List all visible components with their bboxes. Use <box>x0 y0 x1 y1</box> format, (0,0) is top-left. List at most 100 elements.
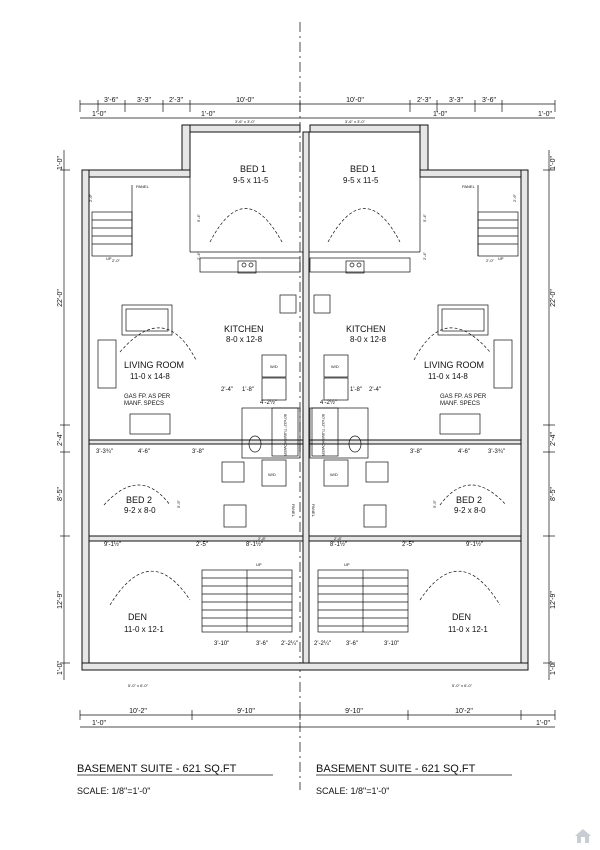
left-side-dim-1: 1'-0" <box>57 156 64 170</box>
right-dim-2-2: 2'-2¼" <box>314 641 331 647</box>
right-dim-2-6: 2'-6" <box>512 193 517 202</box>
left-wd-label-1: W/D <box>270 364 278 369</box>
right-bed2-name: BED 2 <box>456 495 482 505</box>
bottom-dim-3: 9'-10" <box>237 708 255 715</box>
top-dim-4: 2'-3" <box>169 97 183 104</box>
left-dim-2-8: 2'-8" <box>258 536 267 541</box>
left-dim-5-5: 5'-5" <box>176 499 181 508</box>
left-tub-label: 60"x32" TUB/SHOWER <box>283 414 288 456</box>
left-dim-2-2: 2'-2¼" <box>281 641 298 647</box>
top-dim-6: 10'-0" <box>346 97 364 104</box>
title-block-right: BASEMENT SUITE - 621 SQ.FT SCALE: 1/8"=1… <box>316 763 512 796</box>
bottom-dim-2: 10'-2" <box>129 708 147 715</box>
left-side-dim-3: 2'-4" <box>57 432 64 446</box>
right-side-dim-6: 1'-0" <box>550 661 557 675</box>
right-unit <box>309 132 519 633</box>
right-dim-2-4b: 2'-4" <box>422 251 427 260</box>
top-dim-9: 3'-6" <box>482 97 496 104</box>
left-kitchen-size: 8-0 x 12-8 <box>226 335 263 344</box>
left-dim-2-4b: 2'-4" <box>196 251 201 260</box>
top-sub-dim-2: 1'-0" <box>433 111 447 118</box>
right-kitchen-name: KITCHEN <box>346 324 386 334</box>
left-side-dim-6: 1'-0" <box>57 661 64 675</box>
right-tub-label: 60"x32" TUB/SHOWER <box>321 414 326 456</box>
left-dim-3-8: 3'-8" <box>192 449 204 455</box>
bottom-window-note-right: 5'-0" x 6'-0" <box>452 683 473 688</box>
right-bed1-name: BED 1 <box>350 164 376 174</box>
top-dim-1: 1'-0" <box>92 111 106 118</box>
right-dim-3-10: 3'-10" <box>384 641 399 647</box>
top-dim-7: 2'-3" <box>417 97 431 104</box>
left-den-size: 11-0 x 12-1 <box>124 625 164 634</box>
left-dim-9-1: 9'-1½" <box>104 541 121 548</box>
right-dim-8-1: 8'-1½" <box>330 541 347 548</box>
title-right: BASEMENT SUITE - 621 SQ.FT <box>316 763 476 775</box>
left-dim-2-5: 2'-5" <box>196 542 208 548</box>
left-side-dim-2: 22'-0" <box>57 289 64 307</box>
window-note-right: 3'-6" x 3'-0" <box>345 119 366 124</box>
top-dim-10: 1'-0" <box>538 111 552 118</box>
left-unit <box>91 132 303 633</box>
top-dim-2: 3'-6" <box>104 97 118 104</box>
top-dim-5: 10'-0" <box>236 97 254 104</box>
left-dim-3-10: 3'-10" <box>214 641 229 647</box>
bottom-dim-4: 9'-10" <box>345 708 363 715</box>
bottom-dimension-string: 10'-2" 9'-10" 9'-10" 10'-2" 1'-0" 1'-0" <box>79 708 556 728</box>
right-side-dim-4: 8'-5" <box>550 487 557 501</box>
right-up-label-2: UP <box>344 562 350 567</box>
left-panel-label: PANEL <box>136 184 150 189</box>
right-gas-fp: GAS FP. AS PER <box>440 394 487 400</box>
left-up-label-2: UP <box>256 562 262 567</box>
left-panel-label-2: PANEL <box>291 504 296 518</box>
house-logo-icon <box>575 829 591 843</box>
left-dim-4-6: 4'-6" <box>138 449 150 455</box>
left-bed2-size: 9-2 x 8-0 <box>124 506 156 515</box>
right-panel-label-2: PANEL <box>311 504 316 518</box>
left-living-size: 11-0 x 14-8 <box>130 372 170 381</box>
right-dim-4-6: 4'-6" <box>458 449 470 455</box>
window-note-left: 3'-6" x 3'-0" <box>235 119 256 124</box>
top-dimension-string: 3'-6" 3'-3" 2'-3" 10'-0" 10'-0" 2'-3" 3'… <box>79 97 556 112</box>
right-panel-label: PANEL <box>462 184 476 189</box>
bottom-window-note-left: 5'-0" x 6'-0" <box>128 683 149 688</box>
left-bed2-name: BED 2 <box>126 495 152 505</box>
right-dim-5-5: 5'-5" <box>432 499 437 508</box>
right-dim-3-6: 3'-6" <box>346 641 358 647</box>
right-dim-2-5: 2'-5" <box>402 542 414 548</box>
bottom-dim-6: 1'-0" <box>536 720 550 727</box>
left-manf-specs: MANF. SPECS <box>124 401 164 407</box>
right-den-name: DEN <box>452 612 471 622</box>
right-side-dim-2: 22'-0" <box>550 289 557 307</box>
right-dim-2-8: 2'-8" <box>334 536 343 541</box>
top-dim-8: 3'-3" <box>449 97 463 104</box>
left-dim-1-8: 1'-8" <box>242 387 254 393</box>
left-den-name: DEN <box>128 612 147 622</box>
scale-right: SCALE: 1/8"=1'-0" <box>316 786 389 796</box>
left-dim-8-1: 8'-1½" <box>246 541 263 548</box>
right-side-dim-1: 1'-0" <box>550 156 557 170</box>
scale-left: SCALE: 1/8"=1'-0" <box>77 786 150 796</box>
right-dim-2-0: 2'-0" <box>486 258 495 263</box>
bottom-dim-1: 1'-0" <box>92 720 106 727</box>
top-sub-dim-1: 1'-0" <box>201 111 215 118</box>
right-side-dim-3: 2'-4" <box>550 432 557 446</box>
right-den-size: 11-0 x 12-1 <box>448 625 488 634</box>
left-dim-5-4: 5'-4" <box>196 213 201 222</box>
right-living-size: 11-0 x 14-8 <box>428 372 468 381</box>
left-bed1-name: BED 1 <box>240 164 266 174</box>
right-dim-1-8: 1'-8" <box>350 387 362 393</box>
left-kitchen-name: KITCHEN <box>224 324 264 334</box>
right-wd-label-2: W/D <box>330 472 338 477</box>
title-left: BASEMENT SUITE - 621 SQ.FT <box>77 763 237 775</box>
left-bed1-size: 9-5 x 11-5 <box>233 176 269 185</box>
right-living-name: LIVING ROOM <box>424 360 484 370</box>
right-dim-3-3: 3'-3¾" <box>488 449 505 455</box>
right-up-label: UP <box>498 256 504 261</box>
bottom-dim-5: 10'-2" <box>455 708 473 715</box>
left-dim-2-6: 2'-6" <box>88 193 93 202</box>
top-dim-3: 3'-3" <box>137 97 151 104</box>
right-dim-5-4: 5'-4" <box>422 213 427 222</box>
left-dim-2-0: 2'-0" <box>112 258 121 263</box>
left-side-dim-4: 8'-5" <box>57 487 64 501</box>
